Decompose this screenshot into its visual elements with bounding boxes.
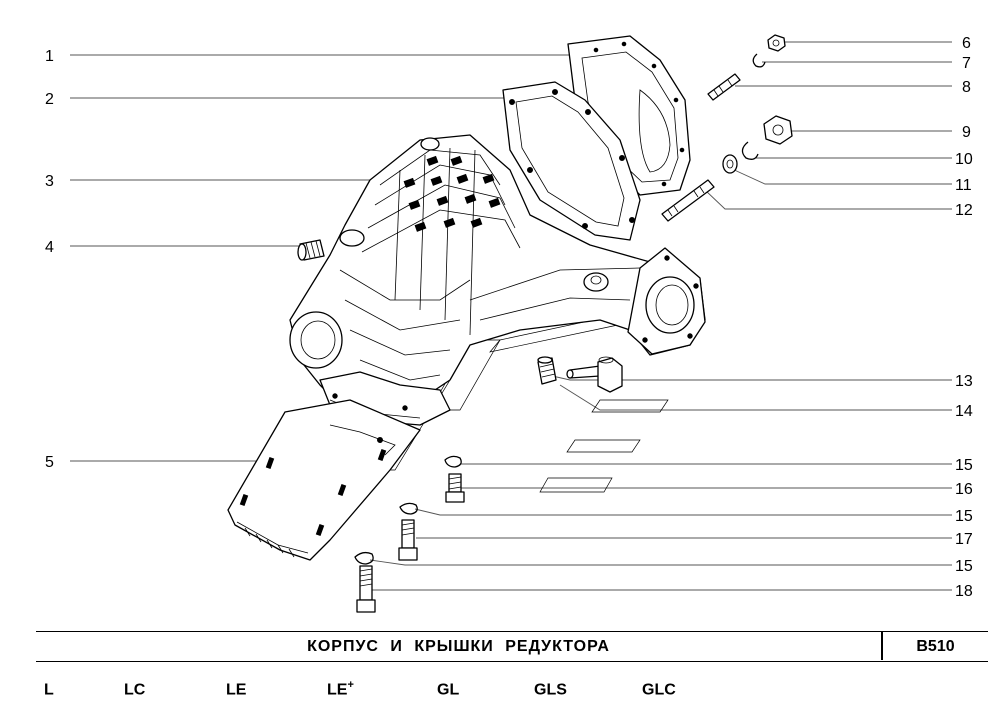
part-4-plug xyxy=(297,239,325,261)
callout-3: 3 xyxy=(45,173,54,190)
callout-1: 1 xyxy=(45,48,54,65)
callout-labels: 1 2 3 4 5 6 7 8 9 10 11 12 13 14 15 16 1… xyxy=(45,35,973,600)
callout-15a: 15 xyxy=(955,457,973,474)
part-3-housing xyxy=(289,134,706,426)
part-7-washer xyxy=(752,53,766,68)
variant-gl: GL xyxy=(437,681,460,699)
variant-l: L xyxy=(44,681,54,699)
callout-12: 12 xyxy=(955,202,973,219)
part-14-breather xyxy=(566,356,623,393)
part-12-stud xyxy=(661,179,715,222)
callout-18: 18 xyxy=(955,583,973,600)
part-11-washer xyxy=(722,154,738,174)
callout-2: 2 xyxy=(45,91,54,108)
part-2-gasket xyxy=(502,81,641,241)
part-8-stud xyxy=(707,73,741,101)
page-title: КОРПУС И КРЫШКИ РЕДУКТОРА xyxy=(307,638,610,655)
callout-17: 17 xyxy=(955,531,973,548)
callout-11: 11 xyxy=(955,177,972,194)
part-15-washer-1 xyxy=(444,455,462,468)
part-5-bottom-cover xyxy=(227,399,421,561)
callout-14: 14 xyxy=(955,403,973,420)
callout-6: 6 xyxy=(962,35,971,52)
callout-15b: 15 xyxy=(955,508,973,525)
variant-lc: LC xyxy=(124,681,146,699)
callout-9: 9 xyxy=(962,124,971,141)
part-16-bolt xyxy=(445,473,465,503)
variant-le-plus: LE+ xyxy=(327,679,354,699)
leader-lines xyxy=(70,41,952,591)
part-13-plug xyxy=(537,356,557,385)
variant-le: LE xyxy=(226,681,247,699)
callout-13: 13 xyxy=(955,373,973,390)
callout-10: 10 xyxy=(955,151,973,168)
diagram-code: B510 xyxy=(916,638,955,655)
callout-5: 5 xyxy=(45,454,54,471)
callout-7: 7 xyxy=(962,55,971,72)
part-6-nut xyxy=(767,34,786,52)
callout-4: 4 xyxy=(45,239,54,256)
callout-8: 8 xyxy=(962,79,971,96)
part-9-nut xyxy=(763,115,793,145)
part-18-bolt xyxy=(356,565,376,613)
part-15-washer-2 xyxy=(399,502,418,515)
part-10-washer xyxy=(741,141,759,160)
part-17-bolt xyxy=(398,519,418,561)
variant-gls: GLS xyxy=(534,681,567,699)
callout-16: 16 xyxy=(955,481,973,498)
title-divider xyxy=(881,632,883,660)
callout-15c: 15 xyxy=(955,558,973,575)
title-bar: КОРПУС И КРЫШКИ РЕДУКТОРА B510 xyxy=(36,631,988,662)
part-15-washer-3 xyxy=(354,551,374,565)
variant-glc: GLC xyxy=(642,681,676,699)
